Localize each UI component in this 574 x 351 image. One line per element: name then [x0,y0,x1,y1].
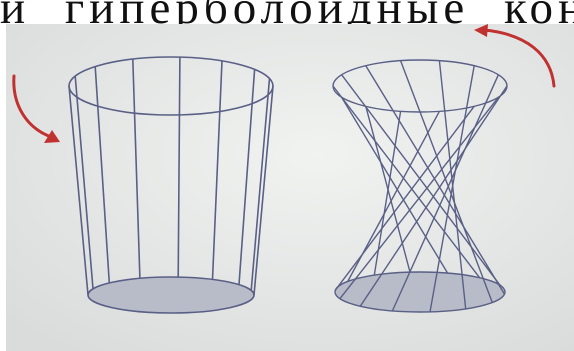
photo-cylinder-vs-hyperboloid [6,24,574,351]
cylinder-base-ellipse [88,277,254,313]
scene-svg [6,24,574,351]
